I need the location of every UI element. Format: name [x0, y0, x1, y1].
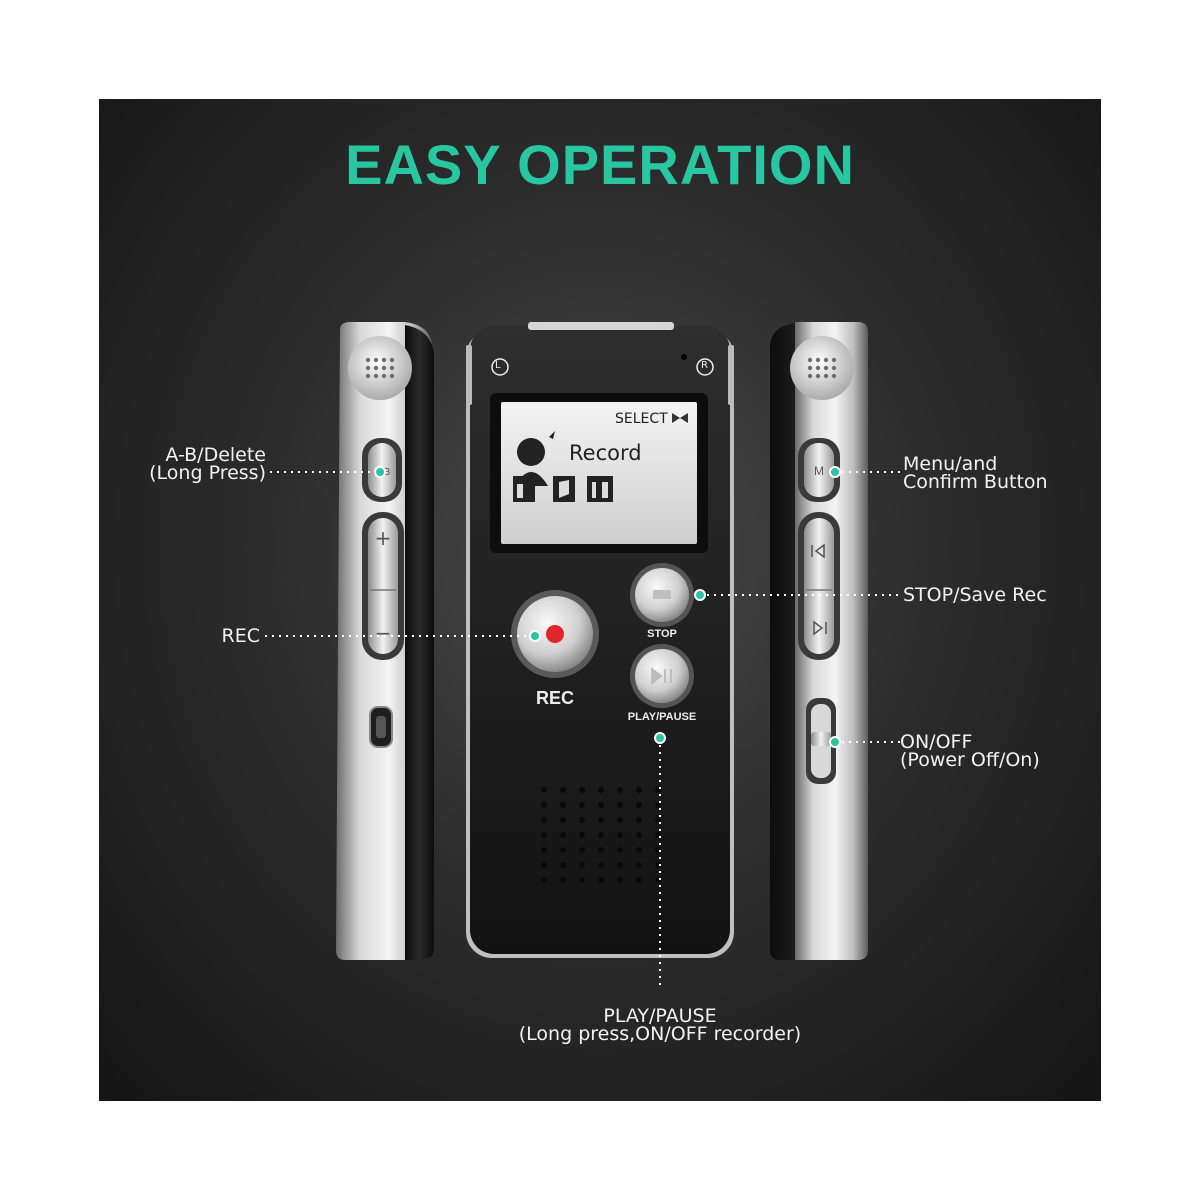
callout-onoff-line1: ON/OFF	[900, 731, 973, 753]
front-view	[466, 322, 734, 958]
next-button[interactable]	[798, 590, 840, 660]
svg-text:+: +	[375, 526, 392, 550]
callout-dots	[374, 466, 841, 748]
power-switch[interactable]	[806, 698, 836, 784]
svg-text:−: −	[375, 621, 392, 645]
callout-lines	[265, 471, 900, 990]
rec-button-label: REC	[535, 688, 574, 708]
callout-stop-line1: STOP/Save Rec	[903, 584, 1047, 606]
page-title: EASY OPERATION	[345, 133, 855, 196]
right-channel-mark: R	[701, 360, 708, 371]
callout-menu: Menu/and Confirm Button	[903, 453, 1048, 493]
play-pause-button-label: PLAY/PAUSE	[627, 711, 697, 723]
callout-playpause-line1: PLAY/PAUSE	[603, 1005, 717, 1027]
callout-menu-line2: Confirm Button	[903, 471, 1048, 493]
left-side-view: A-B + −	[336, 322, 434, 960]
volume-down-button[interactable]	[362, 590, 404, 660]
callout-menu-line1: Menu/and	[903, 453, 998, 475]
callout-stop: STOP/Save Rec	[903, 584, 1047, 606]
callout-onoff-line2: (Power Off/On)	[900, 749, 1040, 771]
callout-ab-delete-line2: (Long Press)	[149, 462, 266, 484]
screen-select-label: SELECT	[615, 411, 668, 427]
screen-menu-item: Record	[569, 441, 642, 465]
rec-button[interactable]	[511, 590, 599, 678]
ab-delete-button[interactable]	[362, 438, 402, 502]
stop-button-label: STOP	[647, 628, 677, 640]
callout-onoff: ON/OFF (Power Off/On)	[900, 731, 1040, 771]
left-channel-mark: L	[495, 360, 501, 371]
volume-up-button[interactable]	[362, 512, 404, 586]
callout-ab-delete-line1: A-B/Delete	[165, 444, 266, 466]
callout-rec: REC	[160, 625, 260, 647]
right-side-view: M	[770, 322, 868, 960]
play-pause-button[interactable]	[630, 644, 694, 708]
previous-button[interactable]	[798, 512, 840, 586]
svg-text:M: M	[814, 464, 824, 478]
callout-rec-line1: REC	[221, 625, 260, 647]
callout-ab-delete: A-B/Delete (Long Press)	[120, 444, 266, 484]
menu-confirm-button[interactable]	[798, 438, 840, 502]
callout-playpause-line2: (Long press,ON/OFF recorder)	[518, 1023, 802, 1045]
callout-playpause: PLAY/PAUSE (Long press,ON/OFF recorder)	[460, 1005, 860, 1045]
stop-button[interactable]	[630, 563, 694, 627]
